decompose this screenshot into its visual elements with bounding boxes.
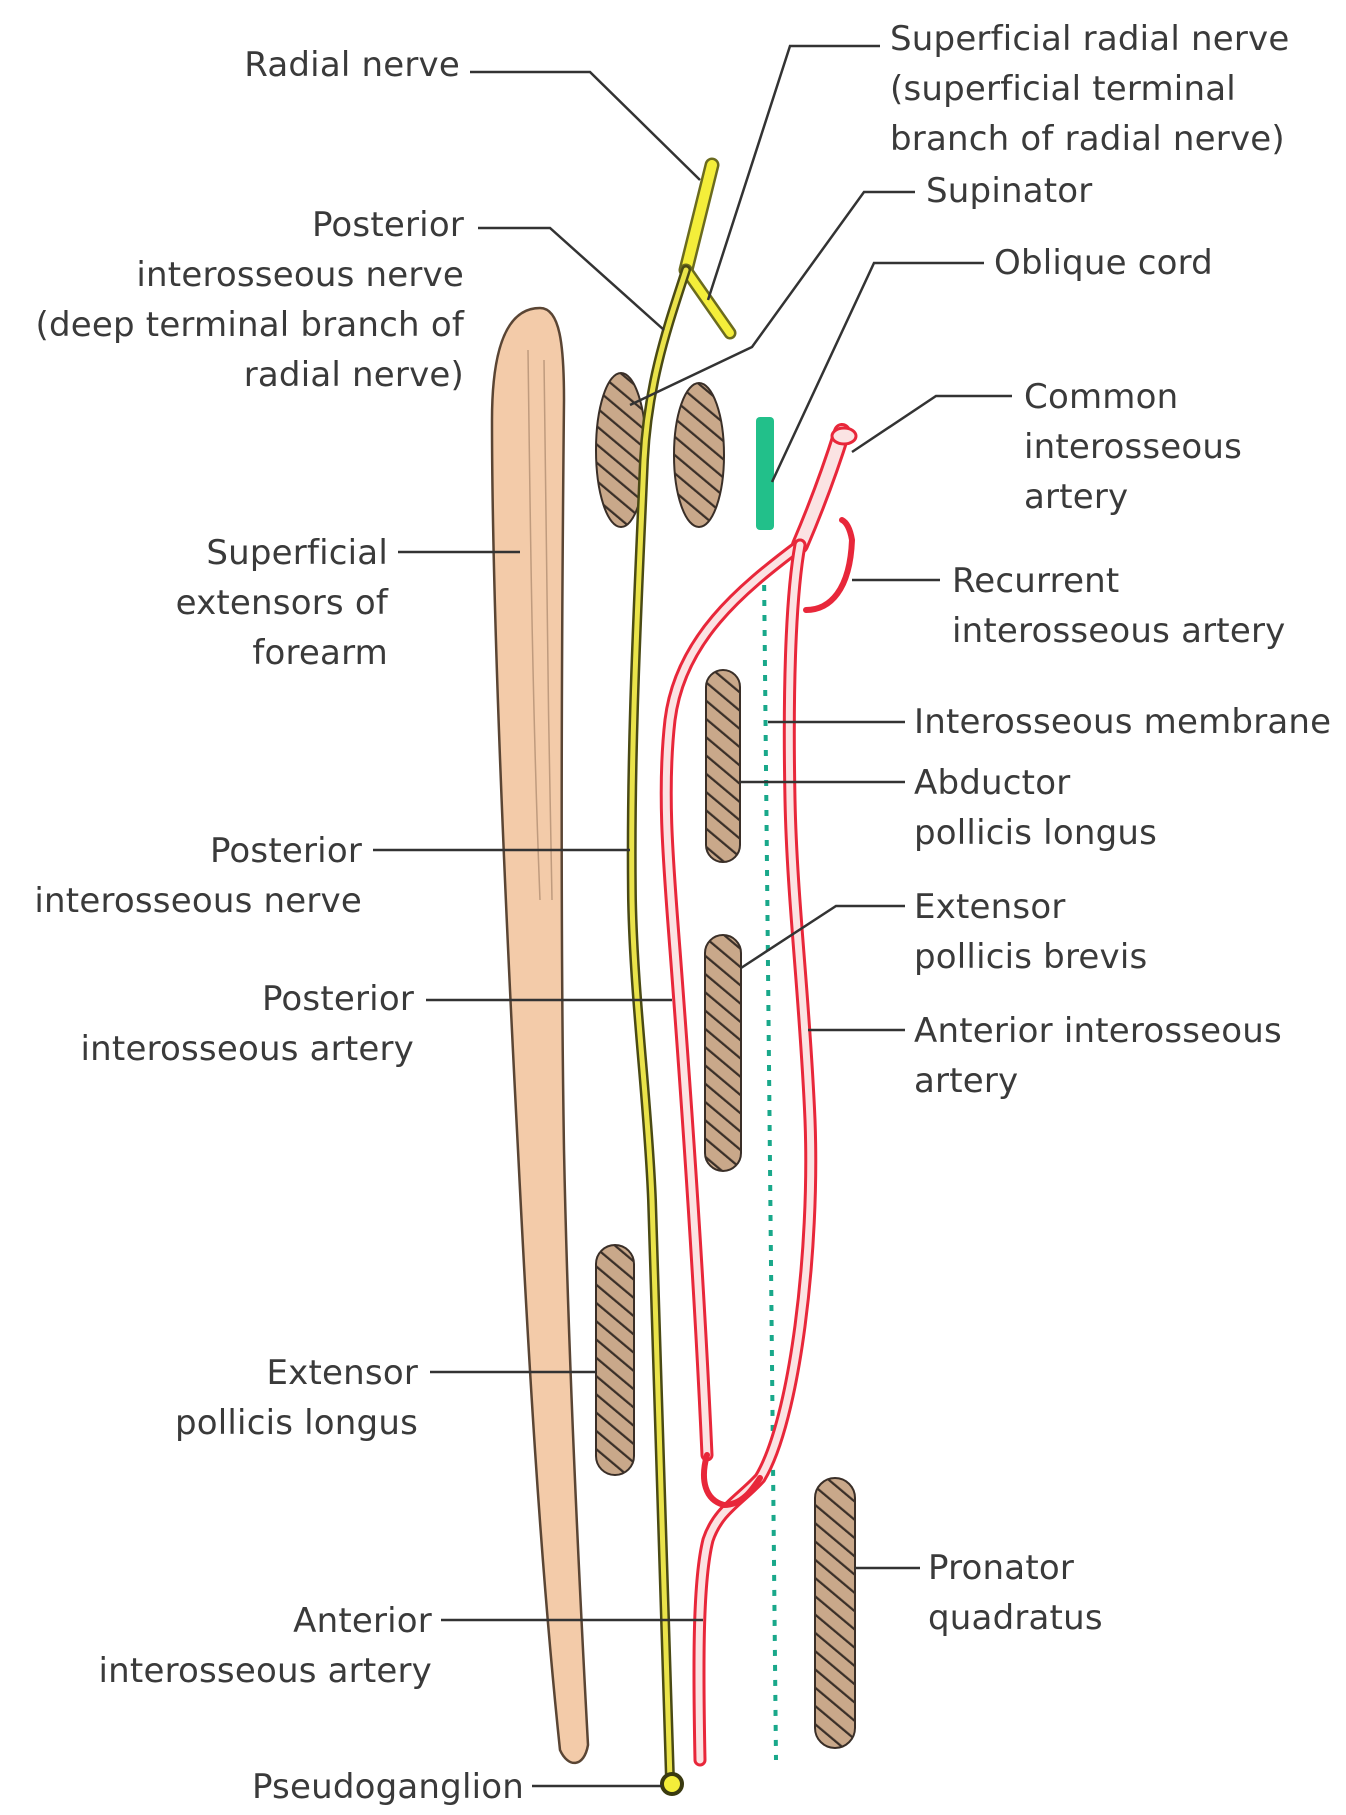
oblique-cord [756,417,774,530]
label-superficial-radial-nerve: Superficial radial nerve (superficial te… [890,14,1289,164]
label-extensor-pollicis-brevis: Extensor pollicis brevis [914,882,1147,982]
abductor-pollicis-longus-muscle [706,670,740,862]
label-pronator-quadratus: Pronator quadratus [928,1543,1103,1643]
label-oblique-cord: Oblique cord [994,238,1213,288]
leader-posterior-interosseous-nerve-top [478,228,664,330]
leader-oblique-cord [772,263,984,482]
label-pseudoganglion: Pseudoganglion [252,1762,524,1812]
label-radial-nerve: Radial nerve [244,40,460,90]
label-superficial-extensors: Superficial extensors of forearm [176,528,388,678]
label-extensor-pollicis-longus: Extensor pollicis longus [175,1348,418,1448]
interosseous-membrane-line [764,570,776,1760]
label-posterior-interosseous-nerve-mid: Posterior interosseous nerve [34,826,362,926]
extensor-pollicis-longus-muscle [596,1245,634,1475]
label-anterior-interosseous-artery-left: Anterior interosseous artery [99,1596,432,1696]
label-posterior-interosseous-artery: Posterior interosseous artery [81,974,414,1074]
leader-superficial-radial-nerve [708,46,880,300]
label-supinator: Supinator [926,166,1092,216]
leader-radial-nerve [470,72,700,180]
label-recurrent-interosseous-artery: Recurrent interosseous artery [952,556,1285,656]
leader-common-interosseous-artery [852,396,1012,452]
label-interosseous-membrane: Interosseous membrane [914,697,1331,747]
label-anterior-interosseous-artery-right: Anterior interosseous artery [914,1006,1282,1106]
extensor-pollicis-brevis-muscle [705,935,741,1171]
label-abductor-pollicis-longus: Abductor pollicis longus [914,758,1157,858]
pseudoganglion-node [662,1774,682,1794]
pronator-quadratus-muscle [815,1478,855,1748]
common-interosseous-artery-opening [832,428,856,444]
label-common-interosseous-artery: Common interosseous artery [1024,372,1242,522]
label-posterior-interosseous-nerve-top: Posterior interosseous nerve (deep termi… [36,200,464,400]
superficial-extensors-muscle [492,308,588,1763]
supinator-muscle-right [674,383,724,527]
